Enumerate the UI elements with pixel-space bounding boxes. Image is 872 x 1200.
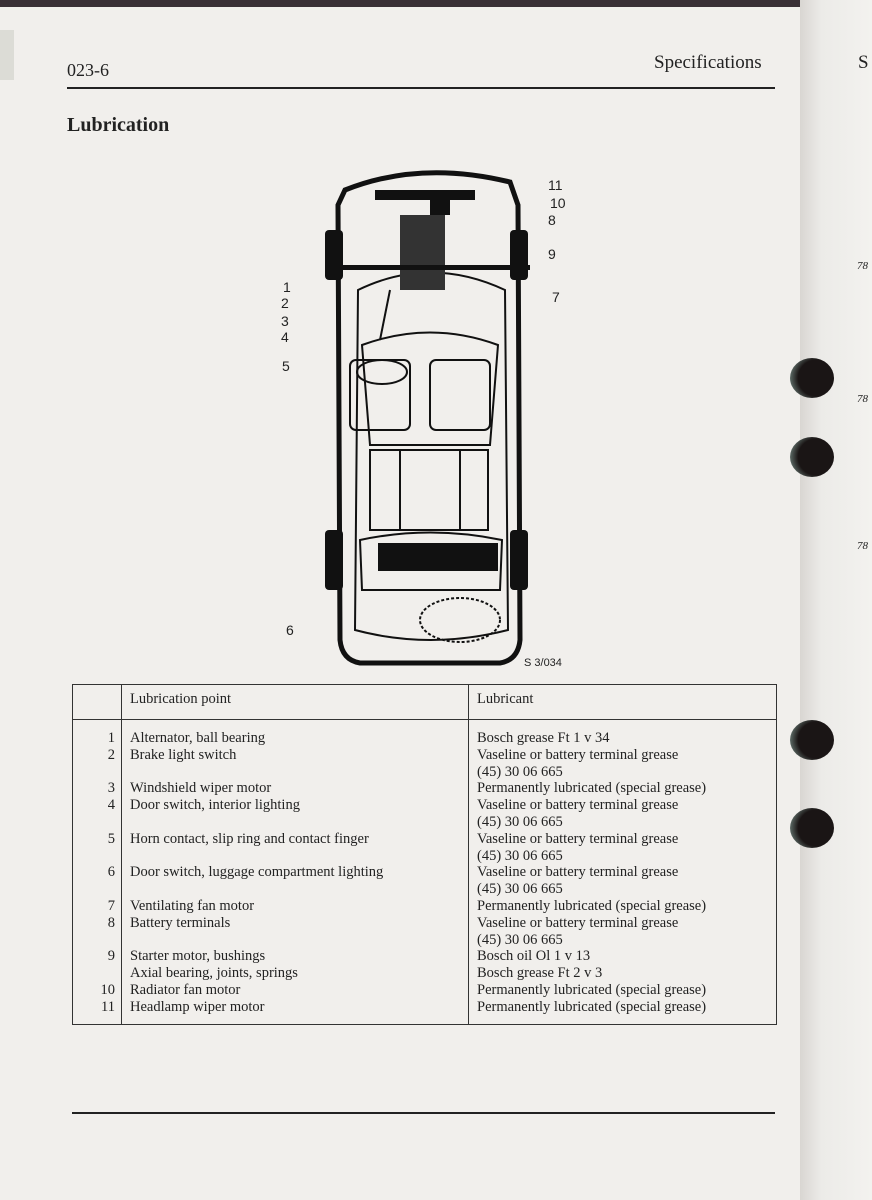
row-number: 5 <box>107 830 115 847</box>
lubricant: Bosch oil Ol 1 v 13 <box>477 948 591 965</box>
binder-hole <box>790 808 834 848</box>
lubricant: (45) 30 06 665 <box>477 847 563 864</box>
lubrication-point: Headlamp wiper motor <box>130 998 265 1015</box>
adjacent-page-margin-note: 78 <box>857 393 868 405</box>
lubricant: Permanently lubricated (special grease) <box>477 981 707 998</box>
lubrication-point: Brake light switch <box>130 746 237 763</box>
section-title: Specifications <box>654 52 762 73</box>
lubrication-point <box>130 932 460 949</box>
lubricant: Vaseline or battery terminal grease <box>477 830 679 847</box>
callout-7: 7 <box>552 289 560 305</box>
lubricant: (45) 30 06 665 <box>477 763 563 780</box>
adjacent-page-margin-note: 78 <box>857 260 868 272</box>
lubrication-point: Door switch, interior lighting <box>130 797 300 814</box>
callout-8: 8 <box>548 212 556 228</box>
footer-rule <box>72 1112 775 1114</box>
row-number: 11 <box>101 998 115 1015</box>
column-header-lubricant: Lubricant <box>468 684 777 720</box>
row-number: 3 <box>107 780 115 797</box>
lubrication-point: Ventilating fan motor <box>130 897 255 914</box>
callout-5: 5 <box>282 358 290 374</box>
callout-2: 2 <box>281 295 289 311</box>
row-number <box>81 932 115 949</box>
lubrication-point <box>130 881 460 898</box>
car-lubrication-diagram <box>325 170 530 666</box>
adjacent-page-heading-fragment: S <box>858 52 869 73</box>
header-rule <box>67 87 775 89</box>
lubrication-point: Starter motor, bushings <box>130 948 266 965</box>
lubricant: Permanently lubricated (special grease) <box>477 780 707 797</box>
lubrication-point: Door switch, luggage compartment lightin… <box>130 864 384 881</box>
lubrication-point <box>130 764 460 781</box>
row-number: 8 <box>107 914 115 931</box>
callout-10: 10 <box>550 195 566 211</box>
row-number: 4 <box>107 797 115 814</box>
row-number: 1 <box>107 730 115 746</box>
row-number: 10 <box>100 981 116 998</box>
lubrication-point <box>130 814 460 831</box>
lubrication-point: Horn contact, slip ring and contact fing… <box>130 830 369 847</box>
page-number: 023-6 <box>67 60 109 80</box>
callout-6: 6 <box>286 622 294 638</box>
lubrication-point: Battery terminals <box>130 914 231 931</box>
callout-1: 1 <box>283 279 291 295</box>
lubricant: Bosch grease Ft 2 v 3 <box>477 965 603 982</box>
row-number <box>81 848 115 865</box>
lubrication-point: Radiator fan motor <box>130 981 241 998</box>
binder-hole <box>790 720 834 760</box>
row-number: 9 <box>107 948 115 965</box>
row-number <box>81 881 115 898</box>
callout-9: 9 <box>548 246 556 262</box>
scan-left-edge <box>0 30 14 80</box>
lubricant: Vaseline or battery terminal grease <box>477 797 679 814</box>
lubrication-point: Axial bearing, joints, springs <box>130 965 298 982</box>
figure-id: S 3/034 <box>524 657 562 669</box>
row-number: 6 <box>107 864 115 881</box>
binder-hole <box>790 358 834 398</box>
lubrication-point <box>130 848 460 865</box>
lubrication-point: Windshield wiper motor <box>130 780 272 797</box>
lubricant: Bosch grease Ft 1 v 34 <box>477 730 610 746</box>
callout-11: 11 <box>548 177 563 193</box>
row-number: 7 <box>107 897 115 914</box>
lubricant: Vaseline or battery terminal grease <box>477 914 679 931</box>
column-header-number <box>72 684 122 720</box>
row-number <box>81 764 115 781</box>
column-header-lubrication-point: Lubrication point <box>121 684 469 720</box>
page-title: Lubrication <box>67 114 170 136</box>
adjacent-page-margin-note: 78 <box>857 540 868 552</box>
row-number <box>81 965 115 982</box>
adjacent-page-edge <box>800 0 872 1200</box>
row-number: 2 <box>107 746 115 763</box>
lubricant: Permanently lubricated (special grease) <box>477 998 707 1015</box>
lubricant: (45) 30 06 665 <box>477 813 563 830</box>
lubricant: Vaseline or battery terminal grease <box>477 864 679 881</box>
row-number <box>81 814 115 831</box>
binder-hole <box>790 437 834 477</box>
lubricant: (45) 30 06 665 <box>477 931 563 948</box>
lubrication-point: Alternator, ball bearing <box>130 730 266 746</box>
lubricant: Vaseline or battery terminal grease <box>477 746 679 763</box>
callout-4: 4 <box>281 329 289 345</box>
lubricant: Permanently lubricated (special grease) <box>477 897 707 914</box>
lubricant: (45) 30 06 665 <box>477 881 563 898</box>
callout-3: 3 <box>281 313 289 329</box>
scan-top-edge <box>0 0 872 7</box>
